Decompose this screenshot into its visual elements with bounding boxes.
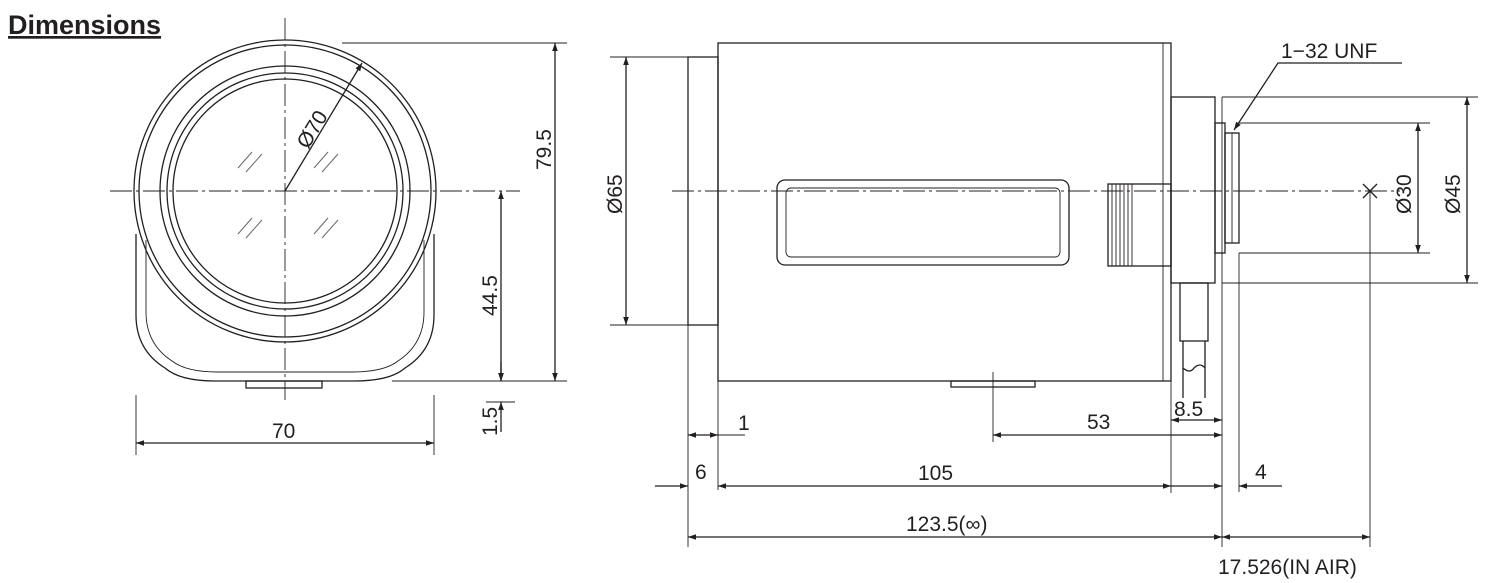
page-title: Dimensions [8,10,161,40]
dim-6-label: 6 [695,461,707,484]
front-base-pad [245,380,323,389]
height-total-label: 79.5 [533,129,556,170]
lens-outer-ring [133,39,437,343]
base-offset-label: 1.5 [479,407,502,436]
mount-thread-label: 1−32 UNF [1281,40,1377,63]
lens-diameter-label: Ø70 [293,107,333,153]
dim-8-5-label: 8.5 [1174,398,1203,421]
front-body-inner-outline [145,240,425,373]
flange-diameter-label: Ø45 [1442,174,1465,214]
side-view: Ø65 1−32 UNF Ø30 Ø45 1 53 8.5 [604,40,1478,579]
lens-ring-4 [166,72,404,310]
zoom-window-outer [776,179,1070,266]
overall-length-label: 123.5(∞) [906,513,988,536]
dim-53-label: 53 [1087,411,1110,434]
front-view: Ø70 79.5 44.5 1.5 70 [110,18,567,455]
width-label: 70 [272,420,295,443]
flange-back-label: 17.526(IN AIR) [1218,556,1357,579]
dim-4-label: 4 [1255,461,1267,484]
lens-ring-2 [138,44,432,338]
glass-reflection-marks [237,151,339,239]
lens-ring-3 [159,65,411,317]
height-center-label: 44.5 [479,275,502,316]
mount-diameter-label: Ø30 [1393,174,1416,214]
rear-housing [1170,96,1216,284]
lens-diameter-leader [284,62,363,192]
dim-105-label: 105 [918,462,953,485]
dim-1-label: 1 [738,412,750,435]
body-diameter-label: Ø65 [604,174,627,214]
zoom-window-inner [785,187,1061,258]
lens-glass [172,78,398,304]
cable-connector [1179,282,1209,342]
mount-flange [1214,122,1226,254]
focus-knob [1107,183,1172,267]
cable [1182,341,1206,398]
